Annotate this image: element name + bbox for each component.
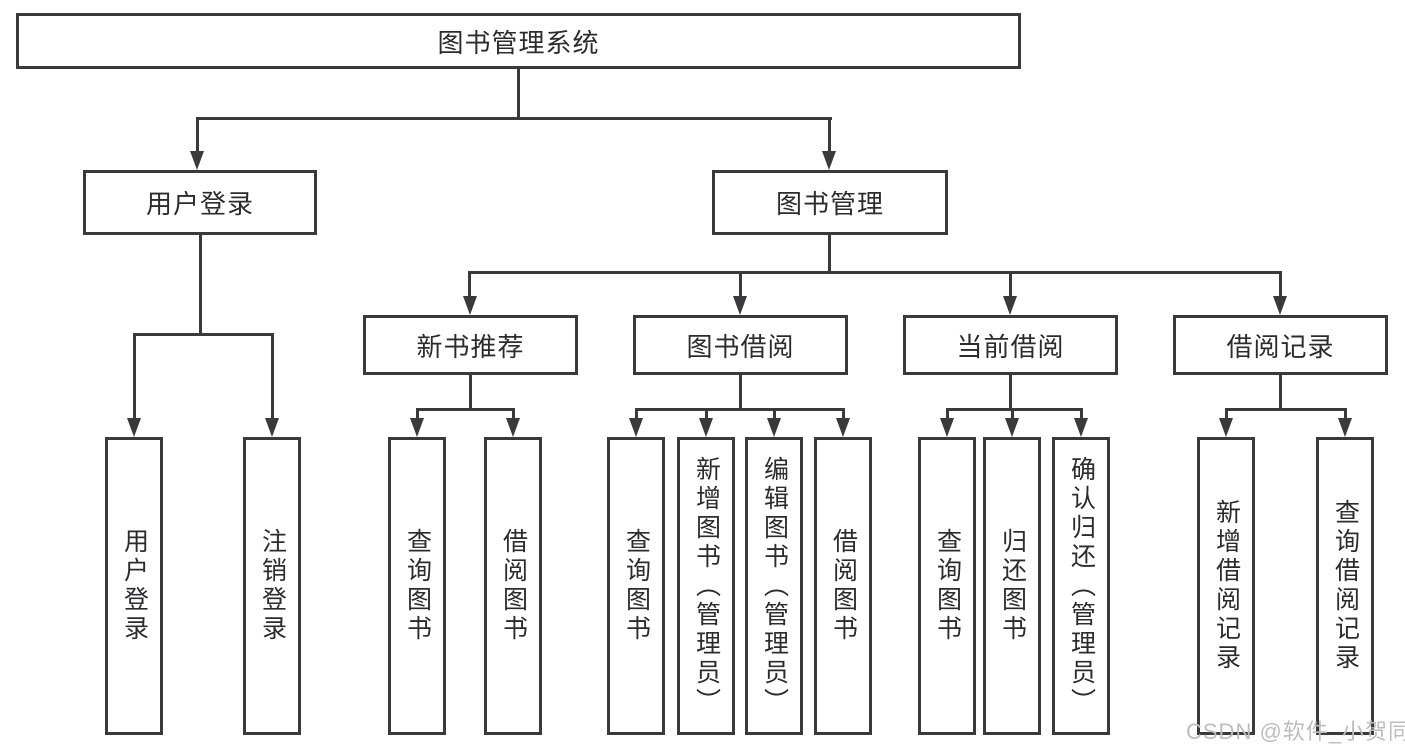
connector-line (133, 333, 136, 423)
node-label: 图书借阅 (686, 331, 795, 362)
connector-line (133, 333, 274, 336)
node-label: 注销登录 (258, 528, 287, 644)
csdn-watermark: CSDN @软件_小贺同学 (1186, 719, 1405, 744)
leaf-bb-borrow-book: 借阅图书 (814, 437, 872, 735)
connector-line (1011, 408, 1014, 424)
connector-line (517, 69, 520, 119)
arrow-down-icon (190, 151, 204, 170)
connector-line (705, 408, 708, 424)
arrow-down-icon (940, 418, 954, 437)
connector-line (468, 271, 1282, 274)
connector-line (1225, 408, 1347, 411)
connector-line (1009, 271, 1012, 299)
arrow-down-icon (699, 418, 713, 437)
connector-line (828, 235, 831, 273)
connector-line (842, 408, 845, 424)
connector-line (828, 117, 831, 155)
connector-line (1279, 375, 1282, 411)
leaf-nbr-borrow-book: 借阅图书 (484, 437, 542, 735)
node-current-borrow: 当前借阅 (903, 315, 1118, 375)
connector-line (1009, 375, 1012, 411)
connector-line (468, 271, 471, 299)
node-label: 用户登录 (145, 189, 254, 219)
node-label: 新增借阅记录 (1212, 499, 1241, 673)
node-label: 确认归还（管理员） (1067, 455, 1096, 717)
connector-line (196, 117, 199, 155)
connector-line (512, 408, 515, 424)
connector-line (635, 408, 845, 411)
leaf-cb-query-book: 查询图书 (918, 437, 976, 735)
node-label: 借阅记录 (1226, 331, 1335, 362)
node-label: 查询借阅记录 (1331, 499, 1360, 673)
connector-line (196, 117, 832, 120)
connector-line (1225, 408, 1228, 424)
arrow-down-icon (1273, 296, 1287, 315)
connector-line (946, 408, 949, 424)
connector-line (946, 408, 1083, 411)
connector-line (739, 375, 742, 411)
leaf-bb-add-book-admin: 新增图书（管理员） (677, 437, 735, 735)
arrow-down-icon (410, 418, 424, 437)
connector-line (773, 408, 776, 424)
node-label: 新增图书（管理员） (692, 455, 721, 717)
arrow-down-icon (836, 418, 850, 437)
arrow-down-icon (127, 418, 141, 437)
arrow-down-icon (265, 418, 279, 437)
node-root-system: 图书管理系统 (16, 13, 1021, 69)
leaf-nbr-query-book: 查询图书 (388, 437, 446, 735)
connector-line (635, 408, 638, 424)
node-new-book-recommend: 新书推荐 (363, 315, 578, 375)
node-label: 当前借阅 (956, 331, 1065, 362)
leaf-bb-edit-book-admin: 编辑图书（管理员） (745, 437, 803, 735)
node-label: 新书推荐 (416, 331, 525, 362)
arrow-down-icon (629, 418, 643, 437)
node-book-borrow: 图书借阅 (633, 315, 848, 375)
leaf-user-login: 用户登录 (105, 437, 163, 735)
connector-line (199, 235, 202, 335)
connector-line (739, 271, 742, 299)
leaf-cb-return-book: 归还图书 (983, 437, 1041, 735)
leaf-cb-confirm-return-admin: 确认归还（管理员） (1052, 437, 1110, 735)
node-user-login: 用户登录 (83, 170, 317, 235)
connector-line (271, 333, 274, 423)
arrow-down-icon (1338, 418, 1352, 437)
arrow-down-icon (733, 296, 747, 315)
arrow-down-icon (1219, 418, 1233, 437)
arrow-down-icon (1074, 418, 1088, 437)
connector-line (1279, 271, 1282, 299)
connector-line (1344, 408, 1347, 424)
arrow-down-icon (506, 418, 520, 437)
node-label: 查询图书 (403, 528, 432, 644)
node-label: 借阅图书 (499, 528, 528, 644)
arrow-down-icon (463, 296, 477, 315)
arrow-down-icon (767, 418, 781, 437)
leaf-br-add-record: 新增借阅记录 (1197, 437, 1255, 735)
connector-line (1080, 408, 1083, 424)
leaf-br-query-record: 查询借阅记录 (1316, 437, 1374, 735)
connector-line (469, 375, 472, 411)
leaf-bb-query-book: 查询图书 (607, 437, 665, 735)
node-book-management: 图书管理 (712, 170, 948, 235)
node-label: 归还图书 (998, 528, 1027, 644)
arrow-down-icon (1005, 418, 1019, 437)
node-borrow-records: 借阅记录 (1173, 315, 1388, 375)
arrow-down-icon (1003, 296, 1017, 315)
node-label: 图书管理系统 (437, 27, 600, 58)
connector-line (416, 408, 419, 424)
connector-line (416, 408, 515, 411)
leaf-logout: 注销登录 (243, 437, 301, 735)
node-label: 借阅图书 (829, 528, 858, 644)
node-label: 查询图书 (933, 528, 962, 644)
node-label: 图书管理 (775, 189, 884, 219)
node-label: 查询图书 (622, 528, 651, 644)
node-label: 编辑图书（管理员） (760, 455, 789, 717)
node-label: 用户登录 (120, 528, 149, 644)
arrow-down-icon (822, 151, 836, 170)
